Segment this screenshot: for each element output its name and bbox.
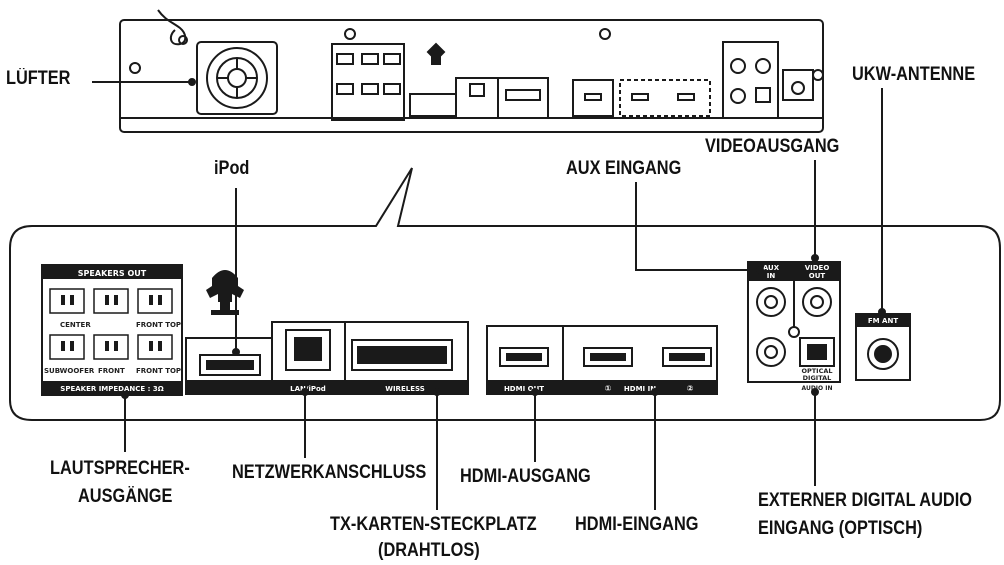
callout-fm-antenna: UKW-ANTENNE <box>852 64 976 85</box>
front-top-label: FRONT TOP <box>136 367 181 375</box>
unit-rear-thumbnail <box>119 9 824 133</box>
optical-label-1: OPTICAL <box>801 367 832 375</box>
speaker-impedance-label: SPEAKER IMPEDANCE : 3Ω <box>60 385 163 393</box>
front-top-r-label: FRONT TOP <box>136 321 181 329</box>
callout-optical-2: EINGANG (OPTISCH) <box>758 518 923 539</box>
callout-tx-card-1: TX-KARTEN-STECKPLATZ <box>330 514 537 535</box>
video-out-label-1: VIDEO <box>805 264 830 272</box>
front-label: FRONT <box>98 367 125 375</box>
speakers-out-block: SPEAKERS OUT CENTER FRONT TOP SUBWOOFER … <box>41 264 183 396</box>
speakers-out-label: SPEAKERS OUT <box>78 269 147 278</box>
aux-in-label-1: AUX <box>763 264 780 272</box>
callout-optical-1: EXTERNER DIGITAL AUDIO <box>758 490 972 511</box>
callout-video-out: VIDEOAUSGANG <box>705 136 840 157</box>
wireless-label: WIRELESS <box>385 385 425 393</box>
optical-label-3: AUDIO IN <box>802 385 833 392</box>
subwoofer-label: SUBWOOFER <box>44 367 95 375</box>
optical-label-2: DIGITAL <box>803 374 832 382</box>
lan-ipod-label: LAN/iPod <box>290 385 326 393</box>
center-label: CENTER <box>60 321 91 329</box>
callout-fan: LÜFTER <box>6 68 71 89</box>
ipod-lan-wireless-block <box>185 321 469 395</box>
hdmi-in-2-label: ② <box>687 384 694 393</box>
hdmi-in-1-label: ① <box>605 384 612 393</box>
aux-in-label-2: IN <box>767 272 776 280</box>
callout-ipod: iPod <box>214 158 250 179</box>
video-out-label-2: OUT <box>809 272 826 280</box>
leader-lines <box>92 78 886 510</box>
callout-tx-card-2: (DRAHTLOS) <box>378 540 480 561</box>
callout-speaker-out-1: LAUTSPRECHER- <box>50 458 190 479</box>
callout-hdmi-out: HDMI-AUSGANG <box>460 466 591 487</box>
ipod-icon <box>206 270 244 315</box>
fm-ant-label: FM ANT <box>868 317 898 325</box>
aux-video-optical-block <box>747 261 841 383</box>
fan-icon <box>196 41 278 115</box>
callout-network: NETZWERKANSCHLUSS <box>232 462 427 483</box>
hdmi-block <box>486 325 718 395</box>
callout-aux-in: AUX EINGANG <box>566 158 682 179</box>
callout-hdmi-in: HDMI-EINGANG <box>575 514 699 535</box>
callout-speaker-out-2: AUSGÄNGE <box>78 486 173 507</box>
hdmi-in-label: HDMI IN <box>624 385 656 393</box>
hdmi-out-label: HDMI OUT <box>504 385 544 393</box>
fm-ant-block <box>855 313 911 381</box>
